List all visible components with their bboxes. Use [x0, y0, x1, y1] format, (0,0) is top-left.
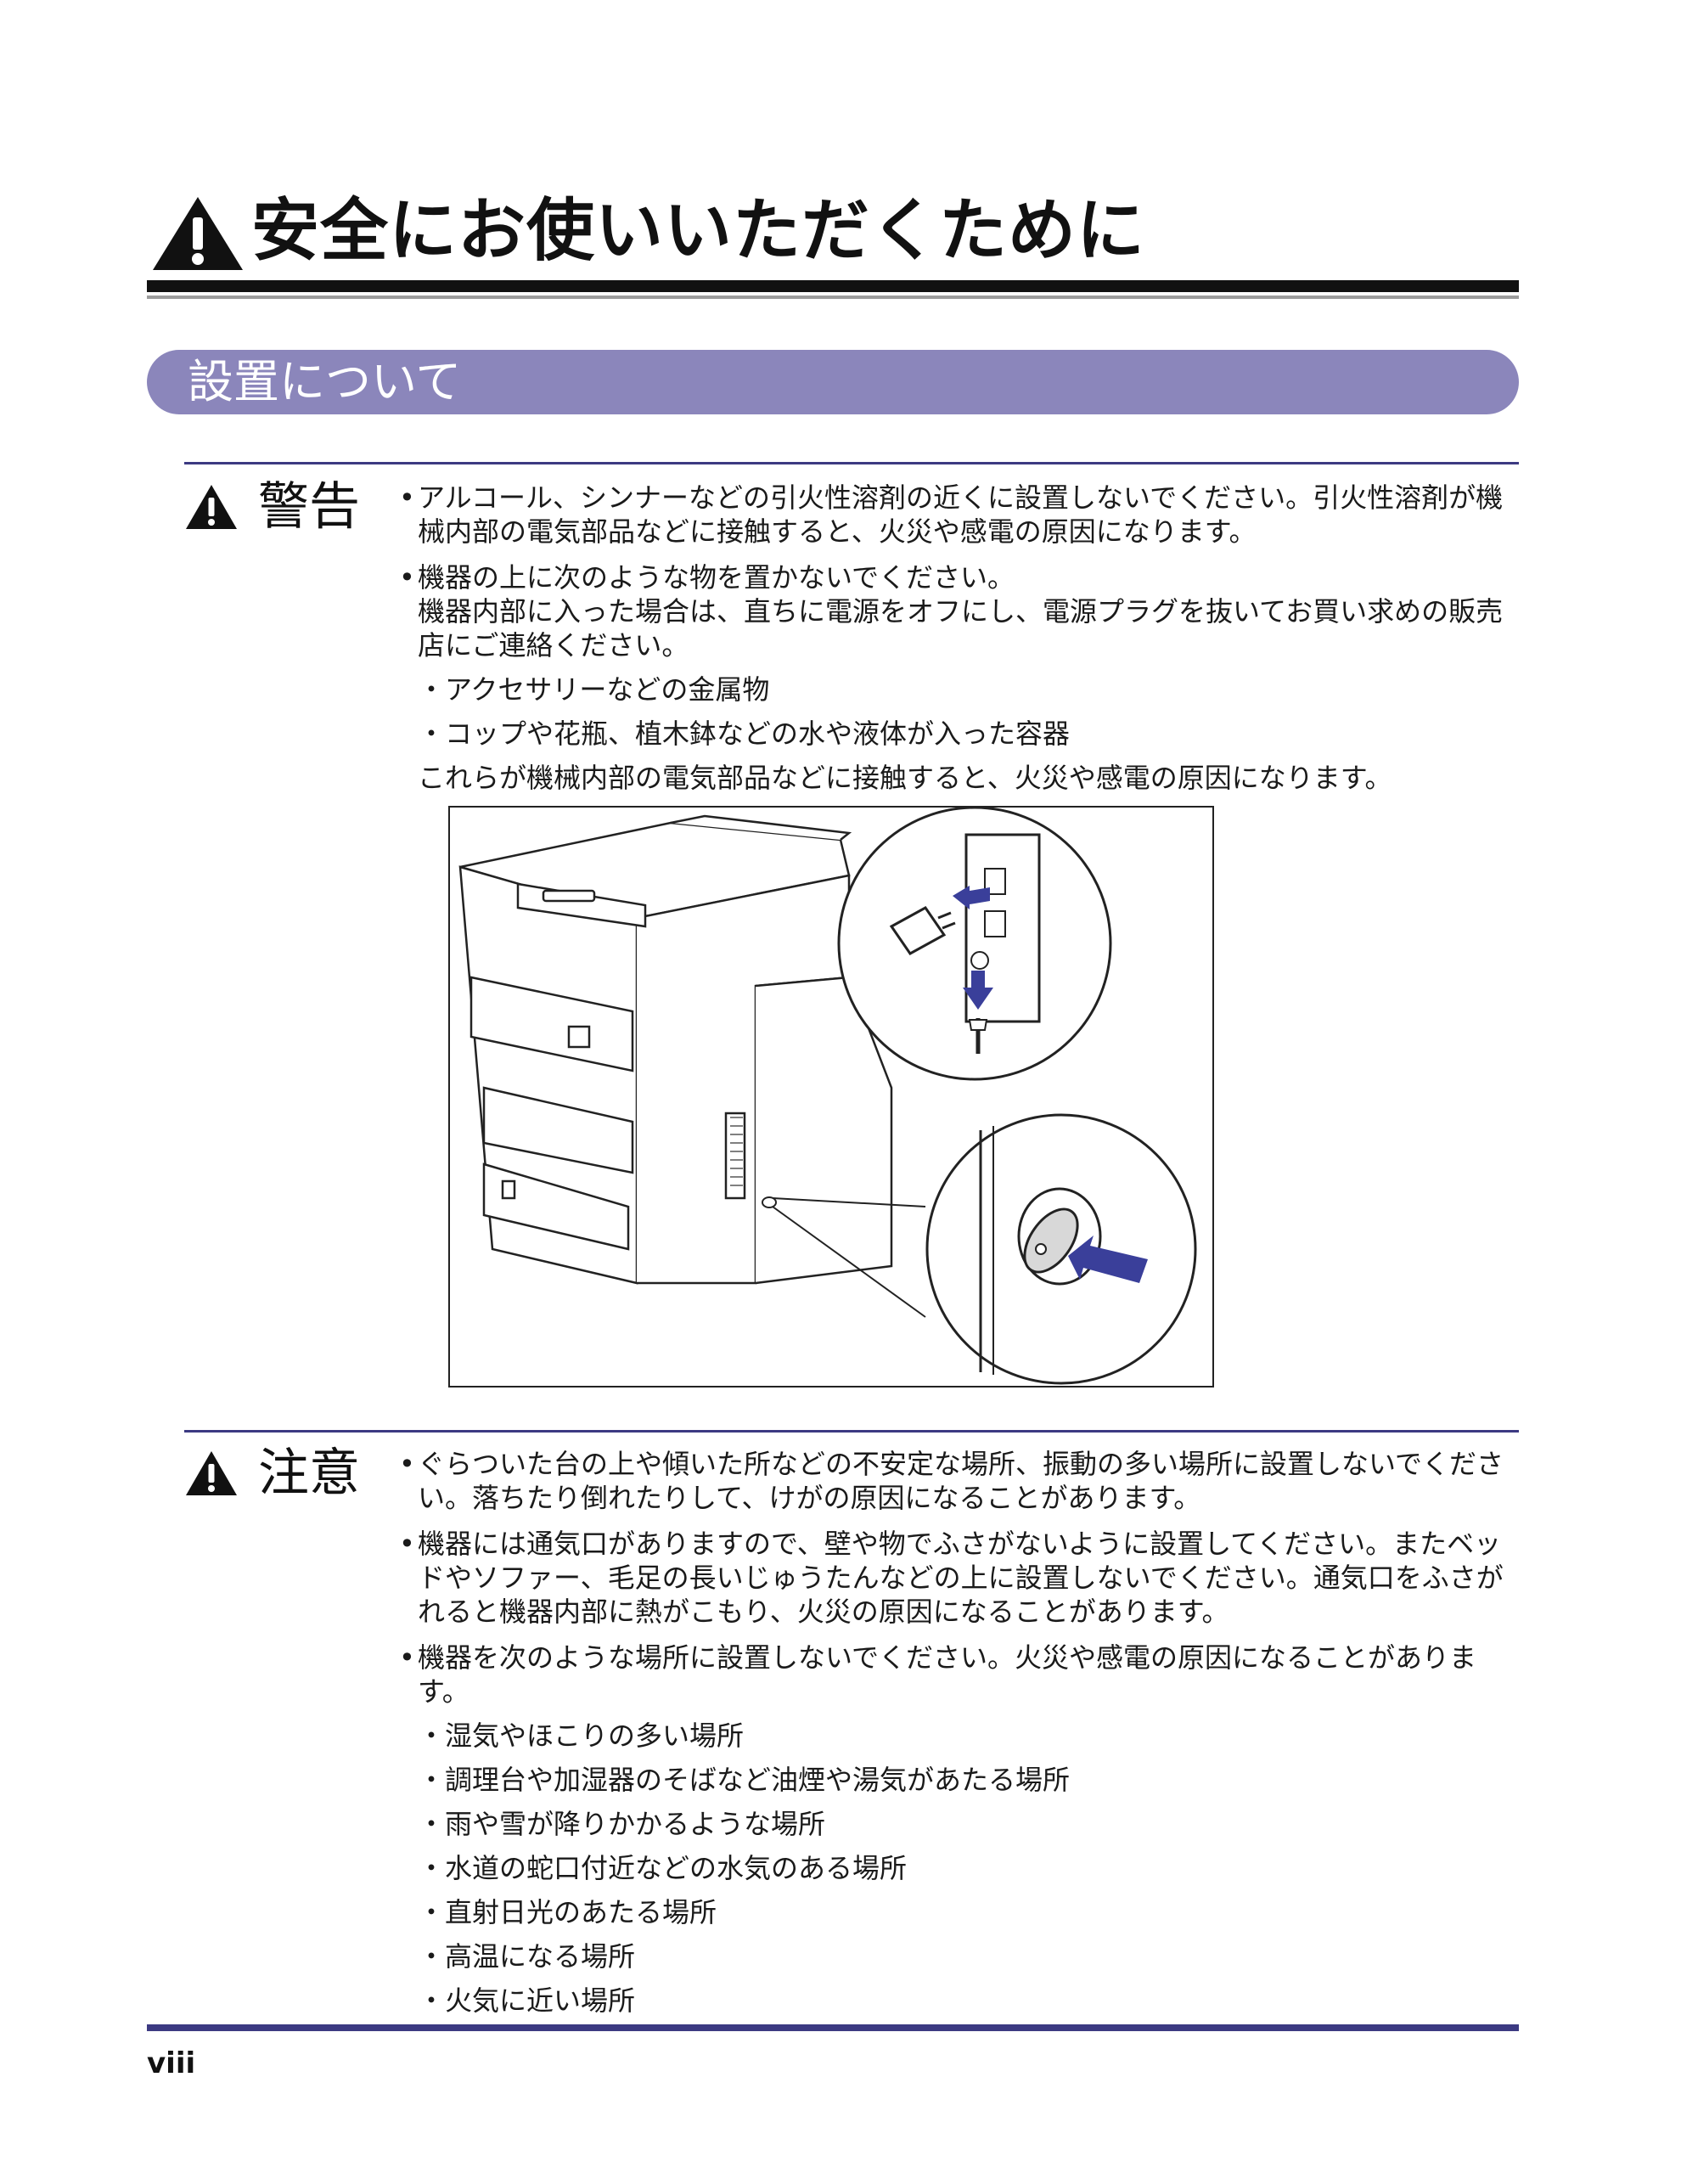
warning-triangle-icon	[186, 1451, 237, 1495]
section-title: 設置について	[188, 355, 462, 408]
list-item: • 機器の上に次のような物を置かないでください。 機器内部に入った場合は、直ちに…	[399, 561, 1504, 794]
title-rule-shadow	[147, 296, 1519, 299]
warning-rule	[184, 462, 1519, 464]
list-item: • 機器を次のような場所に設置しないでください。火災や感電の原因になることがあり…	[399, 1641, 1477, 2017]
power-plug-icon	[889, 906, 956, 955]
list-item: • 機器には通気口がありますので、壁や物でふさがないように設置してください。また…	[399, 1528, 1504, 1628]
warning-list: • アルコール、シンナーなどの引火性溶剤の近くに設置しないでください。引火性溶剤…	[399, 481, 1520, 803]
page-number: viii	[147, 2046, 196, 2080]
warning-triangle-icon	[186, 485, 237, 529]
page-title-row: 安全にお使いいただくために	[151, 189, 1518, 273]
illustration-printer-power	[448, 806, 1214, 1388]
caution-rule	[184, 1430, 1519, 1433]
footer-rule	[147, 2024, 1519, 2031]
caution-list: • ぐらついた台の上や傾いた所などの不安定な場所、振動の多い場所に設置しないでく…	[399, 1447, 1520, 2026]
warning-triangle-icon	[153, 197, 243, 270]
list-item: • アルコール、シンナーなどの引火性溶剤の近くに設置しないでください。引火性溶剤…	[399, 481, 1504, 548]
caution-label-text: 注意	[258, 1444, 360, 1503]
section-header: 設置について	[147, 350, 1519, 414]
page-title: 安全にお使いいただくために	[251, 191, 1145, 270]
warning-label-text: 警告	[258, 477, 360, 537]
list-item: • ぐらついた台の上や傾いた所などの不安定な場所、振動の多い場所に設置しないでく…	[399, 1448, 1504, 1514]
printer-illustration	[458, 806, 1197, 1385]
title-rule	[147, 280, 1519, 292]
